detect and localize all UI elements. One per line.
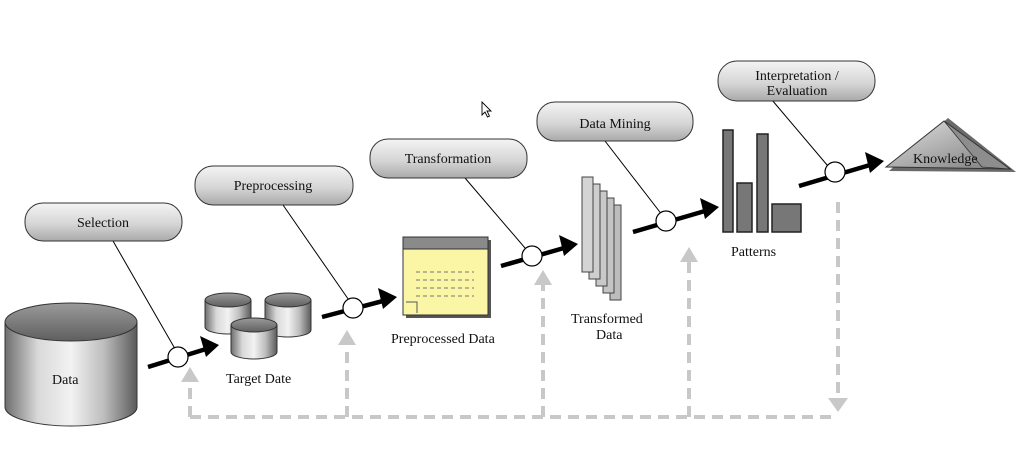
mouse-cursor-icon	[481, 100, 493, 118]
junction-circle-mining	[655, 210, 677, 232]
preprocessed-data-document: Preprocessed Data	[391, 236, 496, 347]
step-label-interpretation-line2: Evaluation	[767, 84, 828, 99]
transformed-data-stack: Transformed Data	[571, 176, 643, 343]
feedback-arrowhead-preprocessing	[338, 330, 356, 345]
feedback-arrowhead-mining	[680, 247, 698, 262]
transformed-data-label-line2: Data	[596, 328, 623, 343]
knowledge-pyramid: Knowledge	[884, 118, 1016, 172]
flow-arrow-mining	[632, 198, 719, 235]
feedback-loop	[188, 202, 840, 419]
step-label-transformation: Transformation	[405, 152, 492, 167]
feedback-arrowheads	[181, 247, 848, 412]
patterns-bars: Patterns	[722, 129, 802, 260]
target-data-label: Target Date	[226, 372, 291, 387]
step-label-preprocessing: Preprocessing	[234, 179, 313, 194]
target-cylinder-3	[230, 317, 278, 360]
junction-circle-transformation	[521, 245, 543, 267]
feedback-arrowhead-selection	[181, 367, 199, 382]
pattern-bar-2	[736, 182, 753, 233]
feedback-arrowhead-down	[828, 398, 848, 412]
feedback-arrowhead-transformation	[534, 270, 552, 285]
pattern-bar-3	[756, 133, 769, 233]
patterns-label: Patterns	[731, 245, 776, 260]
pattern-bar-4	[771, 203, 802, 233]
pattern-bar-1	[722, 129, 734, 233]
step-label-selection: Selection	[77, 216, 129, 231]
junction-circles	[167, 161, 846, 368]
data-cylinder: Data	[4, 302, 138, 427]
step-pill-transformation: Transformation	[369, 138, 528, 179]
step-pill-selection: Selection	[24, 202, 183, 242]
step-connectors	[112, 99, 834, 355]
preprocessed-data-label: Preprocessed Data	[391, 332, 496, 347]
step-pill-interpretation: Interpretation / Evaluation	[717, 60, 876, 102]
data-label: Data	[52, 373, 79, 388]
step-label-interpretation-line1: Interpretation /	[755, 69, 839, 84]
knowledge-label: Knowledge	[913, 152, 978, 167]
step-pill-preprocessing: Preprocessing	[194, 165, 354, 206]
transformed-data-label-line1: Transformed	[571, 312, 643, 327]
step-label-data-mining: Data Mining	[579, 117, 650, 132]
junction-circle-interpretation	[824, 161, 846, 183]
junction-circle-preprocessing	[342, 297, 364, 319]
step-pill-data-mining: Data Mining	[536, 101, 694, 142]
junction-circle-selection	[167, 346, 189, 368]
target-data-cylinders: Target Date	[204, 292, 312, 387]
